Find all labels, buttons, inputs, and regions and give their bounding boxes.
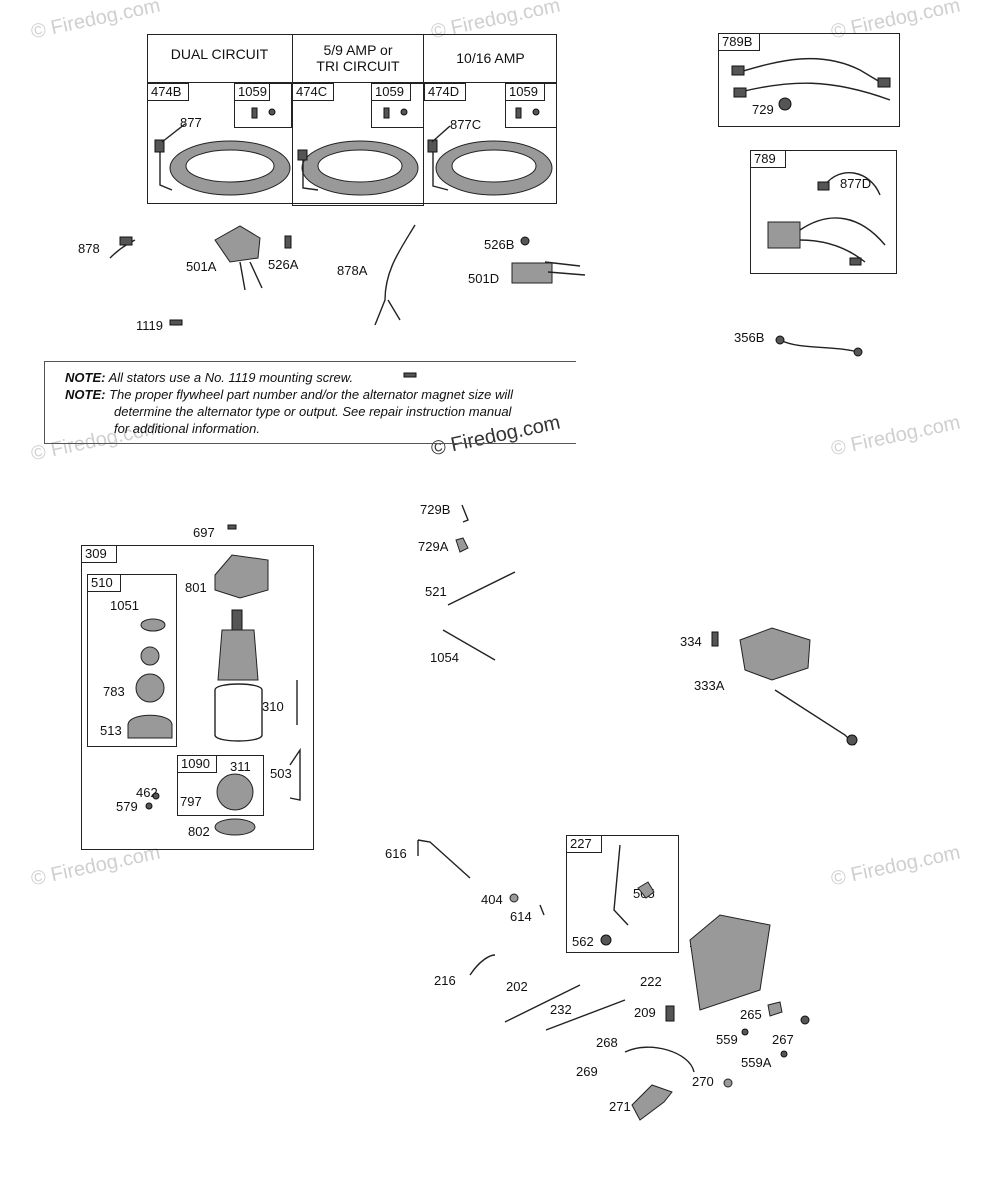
callout-559: 559	[716, 1032, 738, 1047]
callout-310: 310	[262, 699, 284, 714]
stator-header-line	[147, 34, 557, 83]
callout-202: 202	[506, 979, 528, 994]
callout-232: 232	[550, 1002, 572, 1017]
callout-802: 802	[188, 824, 210, 839]
callout-614: 614	[510, 909, 532, 924]
stator-474d	[427, 125, 553, 196]
note-line-2b: determine the alternator type or output.…	[114, 404, 512, 419]
tag-309: 309	[81, 545, 117, 563]
callout-513: 513	[100, 723, 122, 738]
loose-parts-top	[109, 224, 863, 378]
callout-877d: 877D	[840, 176, 872, 191]
tag-1090: 1090	[177, 755, 217, 773]
callout-783: 783	[103, 684, 125, 699]
header-5-9-amp: 5/9 AMP or	[323, 42, 393, 58]
callout-271: 271	[609, 1099, 631, 1114]
tag-1059-c: 1059	[505, 83, 545, 101]
governor-227-box	[566, 835, 679, 953]
callout-503: 503	[270, 766, 292, 781]
tag-474c: 474C	[292, 83, 334, 101]
callout-222: 222	[640, 974, 662, 989]
tag-474b: 474B	[147, 83, 189, 101]
callout-269: 269	[576, 1064, 598, 1079]
callout-521: 521	[425, 584, 447, 599]
note-box: NOTE: All stators use a No. 1119 mountin…	[44, 361, 576, 444]
callout-1054: 1054	[430, 650, 459, 665]
middle-parts	[442, 504, 516, 661]
kit-789-box	[750, 150, 897, 274]
tag-789b: 789B	[718, 33, 760, 51]
note-label-2: NOTE:	[65, 387, 106, 402]
callout-501d: 501D	[468, 271, 500, 286]
harness-789b	[731, 57, 891, 111]
callout-209: 209	[634, 1005, 656, 1020]
callout-526b: 526B	[484, 237, 515, 252]
callout-268: 268	[596, 1035, 618, 1050]
stator-474b	[154, 123, 291, 196]
callout-877c: 877C	[450, 117, 482, 132]
tag-789: 789	[750, 150, 786, 168]
callout-797: 797	[180, 794, 202, 809]
brush-1090-box	[177, 755, 264, 816]
callout-616: 616	[385, 846, 407, 861]
note-label-1: NOTE:	[65, 370, 106, 385]
tag-474d: 474D	[424, 83, 466, 101]
callout-265: 265	[740, 1007, 762, 1022]
callout-334: 334	[680, 634, 702, 649]
starter-parts	[127, 524, 301, 836]
tag-227: 227	[566, 835, 602, 853]
callout-1051: 1051	[110, 598, 139, 613]
tag-510: 510	[87, 574, 121, 592]
starter-309-box	[81, 545, 314, 850]
header-tri-circuit: TRI CIRCUIT	[316, 58, 400, 74]
header-10-16-amp: 10/16 AMP	[456, 50, 525, 66]
tag-1059-a: 1059	[234, 83, 270, 101]
callout-729: 729	[752, 102, 774, 117]
callout-878a: 878A	[337, 263, 368, 278]
drive-510-box	[87, 574, 177, 747]
callout-579: 579	[116, 799, 138, 814]
callout-267: 267	[772, 1032, 794, 1047]
callout-526a: 526A	[268, 257, 299, 272]
header-dual-circuit: DUAL CIRCUIT	[170, 46, 269, 62]
governor-parts	[417, 839, 810, 1121]
callout-729b: 729B	[420, 502, 451, 517]
callout-404: 404	[481, 892, 503, 907]
callout-311: 311	[230, 759, 251, 774]
callout-270: 270	[692, 1074, 714, 1089]
screw-icons	[251, 107, 540, 119]
callout-559a: 559A	[741, 1055, 772, 1070]
callout-878: 878	[78, 241, 100, 256]
note-line-2a: The proper flywheel part number and/or t…	[109, 387, 514, 402]
stator-474c	[297, 140, 419, 196]
callout-1119: 1119	[136, 318, 163, 333]
tag-1059-b: 1059	[371, 83, 411, 101]
ignition-module	[711, 627, 858, 746]
callout-356b: 356B	[734, 330, 765, 345]
kit-789b-box	[718, 33, 900, 127]
callout-801: 801	[185, 580, 207, 595]
callout-501a: 501A	[186, 259, 217, 274]
callout-877: 877	[180, 115, 202, 130]
note-line-1: All stators use a No. 1119 mounting scre…	[108, 370, 354, 385]
callout-216: 216	[434, 973, 456, 988]
callout-562: 562	[572, 934, 594, 949]
harness-789	[767, 171, 886, 266]
callout-729a: 729A	[418, 539, 449, 554]
callout-697: 697	[193, 525, 215, 540]
note-line-2c: for additional information.	[114, 421, 260, 436]
callout-462: 462	[136, 785, 158, 800]
callout-333a: 333A	[694, 678, 725, 693]
